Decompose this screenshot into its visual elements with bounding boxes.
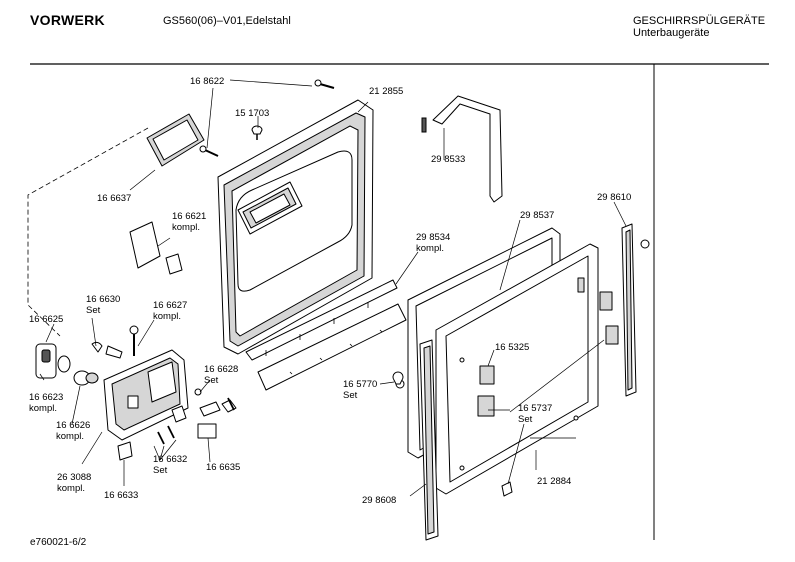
part-inner-door — [217, 99, 374, 355]
part-label-212884: 21 2884 — [537, 476, 571, 487]
drawing-code: e760021-6/2 — [30, 537, 87, 548]
subcategory-title: Unterbaugeräte — [633, 27, 710, 39]
part-door-stops — [392, 371, 404, 385]
model-designation: GS560(06)–V01,Edelstahl — [163, 15, 291, 27]
part-labels: 16 8622 21 2855 15 1703 29 8533 16 6637 16 66… — [29, 76, 631, 506]
part-selector-knob — [35, 343, 99, 386]
part-window-frame — [146, 113, 205, 167]
part-label-168622: 16 8622 — [190, 76, 224, 87]
part-label-151703: 15 1703 — [235, 108, 269, 119]
part-label-298537: 29 8537 — [520, 210, 554, 221]
part-side-strip-right — [621, 223, 650, 397]
part-screws — [199, 79, 335, 157]
part-control-panel — [103, 349, 189, 441]
part-label-298533: 29 8533 — [431, 154, 465, 165]
part-label-165325: 16 5325 — [495, 342, 529, 353]
assembly-dashed-outline — [27, 127, 149, 337]
part-label-298610: 29 8610 — [597, 192, 631, 203]
part-label-166633: 16 6633 — [104, 490, 138, 501]
brand-name: VORWERK — [30, 12, 105, 28]
part-small-components — [91, 221, 237, 461]
part-side-strip-left — [395, 339, 439, 541]
part-label-166637: 16 6637 — [97, 193, 131, 204]
leader-lines — [39, 79, 627, 497]
part-door-strip — [245, 279, 407, 391]
part-hinge-bracket — [421, 95, 503, 203]
part-label-166625: 16 6625 — [29, 314, 63, 325]
part-label-298608: 29 8608 — [362, 495, 396, 506]
part-label-166635: 16 6635 — [206, 462, 240, 473]
part-label-212855: 21 2855 — [369, 86, 403, 97]
part-front-panel — [435, 243, 619, 497]
category-title: GESCHIRRSPÜLGERÄTE — [633, 15, 766, 27]
